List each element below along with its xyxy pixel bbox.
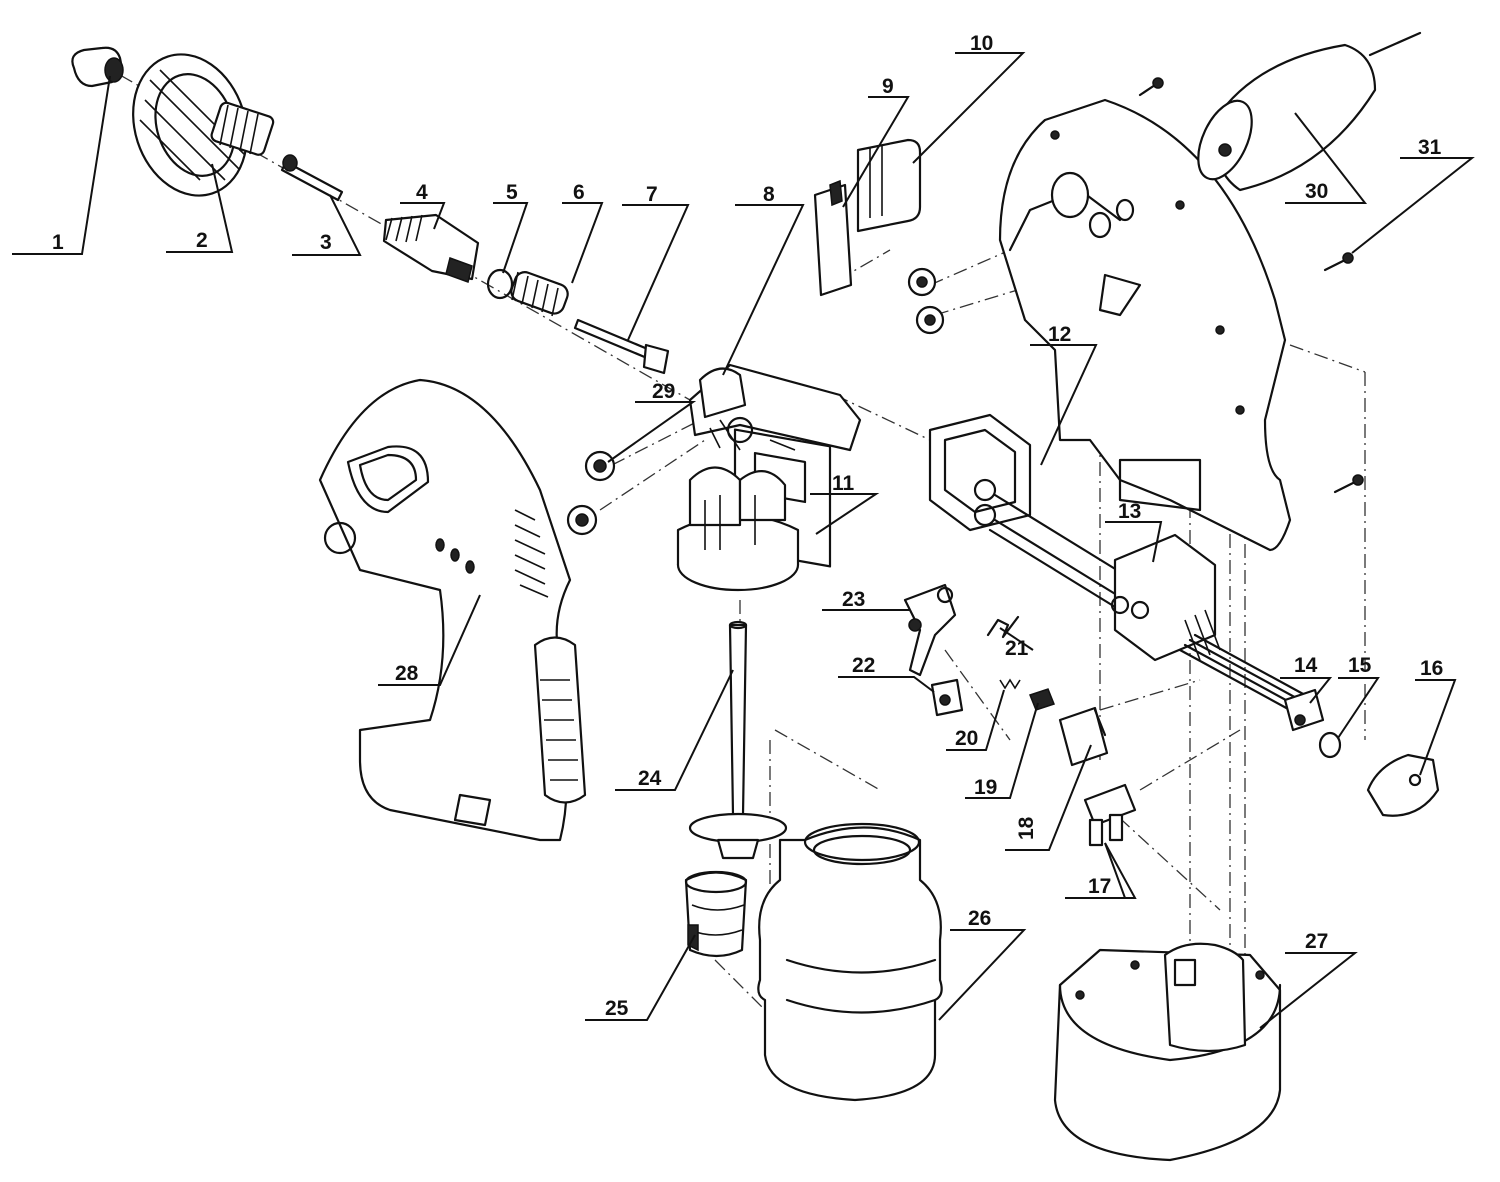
label-20: 20 bbox=[955, 727, 978, 750]
label-8: 8 bbox=[763, 183, 775, 206]
part-13-switch-block bbox=[1110, 533, 1307, 712]
part-19-clip bbox=[1029, 688, 1055, 711]
label-31: 31 bbox=[1418, 136, 1442, 159]
part-31-screws bbox=[1138, 77, 1364, 494]
part-15-washer bbox=[1318, 731, 1342, 759]
part-11-pump-base bbox=[676, 466, 800, 592]
part-2-air-cap bbox=[132, 53, 275, 197]
part-25-filter bbox=[684, 870, 748, 958]
label-22: 22 bbox=[852, 654, 875, 677]
part-9-armature bbox=[813, 179, 853, 297]
right-housing-shell bbox=[998, 98, 1292, 552]
part-6-spring bbox=[510, 271, 569, 317]
label-18: 18 bbox=[1015, 816, 1038, 840]
label-13: 13 bbox=[1118, 500, 1141, 523]
part-3-needle bbox=[280, 154, 344, 202]
label-29: 29 bbox=[652, 380, 675, 403]
part-7-piston bbox=[573, 318, 670, 375]
part-20-small-spring bbox=[999, 678, 1021, 690]
label-15: 15 bbox=[1348, 654, 1372, 677]
part-10-coil bbox=[856, 138, 922, 233]
part-4-nozzle-body bbox=[382, 213, 480, 283]
label-26: 26 bbox=[968, 907, 991, 930]
part-28-left-housing bbox=[318, 378, 587, 842]
part-29-gears bbox=[566, 267, 945, 536]
label-4: 4 bbox=[416, 181, 428, 204]
part-21-contact-spring bbox=[986, 615, 1020, 639]
callout-labels: 1 2 3 4 5 6 7 8 9 10 11 12 13 14 15 16 1… bbox=[52, 32, 1443, 1020]
label-11: 11 bbox=[832, 472, 855, 495]
part-26-container bbox=[757, 822, 943, 1102]
label-16: 16 bbox=[1420, 657, 1443, 680]
label-7: 7 bbox=[646, 183, 658, 206]
label-1: 1 bbox=[52, 231, 64, 254]
part-23-contact-plate bbox=[903, 583, 957, 677]
label-5: 5 bbox=[506, 181, 518, 204]
part-30-motor bbox=[1197, 31, 1422, 192]
label-25: 25 bbox=[605, 997, 629, 1020]
label-23: 23 bbox=[842, 588, 865, 611]
part-12-frame bbox=[928, 413, 1127, 612]
label-21: 21 bbox=[1005, 637, 1029, 660]
label-2: 2 bbox=[196, 229, 208, 252]
part-24-suction-tube bbox=[688, 620, 788, 860]
part-22-terminal-bracket bbox=[930, 678, 964, 717]
label-14: 14 bbox=[1294, 654, 1318, 677]
label-3: 3 bbox=[320, 231, 332, 254]
label-24: 24 bbox=[638, 767, 662, 790]
part-18-trigger-switch bbox=[1058, 706, 1109, 767]
part-17-terminals bbox=[1083, 783, 1137, 847]
label-9: 9 bbox=[882, 75, 894, 98]
leader-lines bbox=[12, 52, 1475, 1029]
label-30: 30 bbox=[1305, 180, 1328, 203]
part-27-battery-pack bbox=[1053, 942, 1282, 1162]
label-12: 12 bbox=[1048, 323, 1071, 346]
label-27: 27 bbox=[1305, 930, 1328, 953]
label-19: 19 bbox=[974, 776, 997, 799]
part-1-nozzle-tip bbox=[71, 46, 124, 88]
part-16-trigger-cover bbox=[1366, 753, 1440, 817]
label-28: 28 bbox=[395, 662, 419, 685]
label-17: 17 bbox=[1088, 875, 1111, 898]
part-5-o-ring bbox=[486, 268, 514, 300]
label-6: 6 bbox=[573, 181, 585, 204]
label-10: 10 bbox=[970, 32, 993, 55]
